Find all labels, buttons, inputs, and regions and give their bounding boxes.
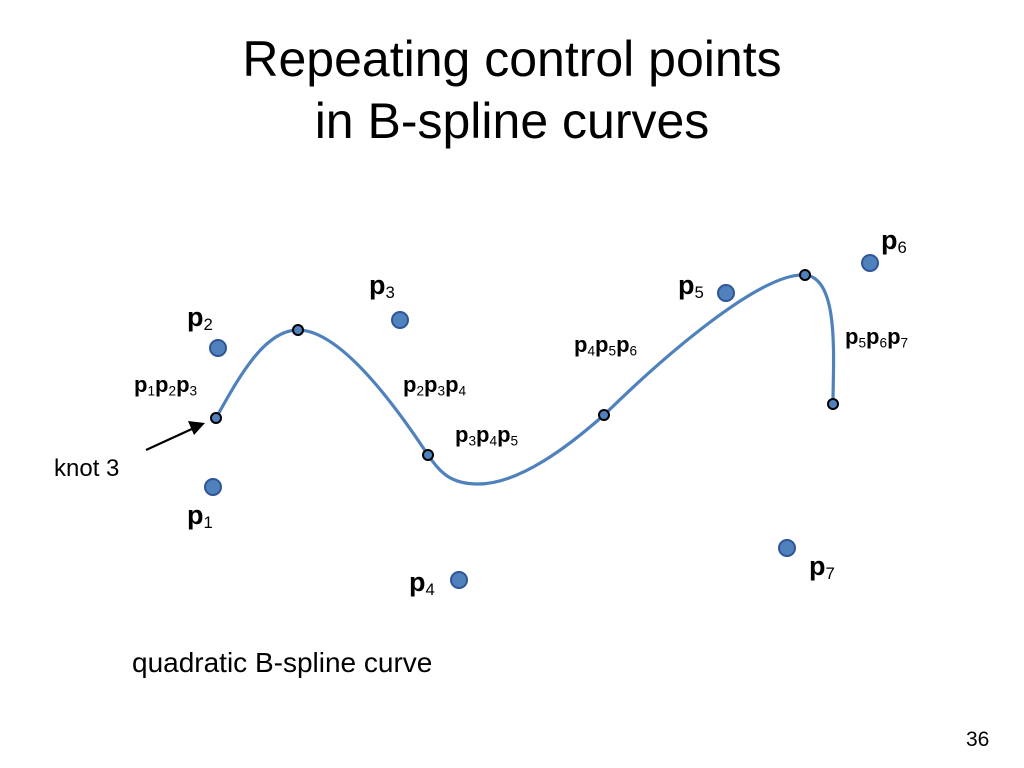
segment-label-p4p5p6: p4p5p6 [574,332,638,359]
knot-label: knot 3 [54,455,120,482]
label-p6: p6 [881,225,907,258]
control-point-p3 [391,311,409,329]
label-p2: p2 [187,302,213,335]
control-point-p4 [450,571,468,589]
knot-point-6 [827,398,839,410]
knot-arrow-shaft [145,427,195,451]
control-point-p2 [209,339,227,357]
knot-arrow-head [188,421,205,435]
page-number: 36 [966,728,990,751]
control-point-p6 [861,254,879,272]
label-p5: p5 [678,270,704,303]
label-p7: p7 [809,551,835,584]
knot-point-5 [799,269,811,281]
segment-label-p1p2p3: p1p2p3 [134,372,198,399]
knot-point-3 [422,449,434,461]
diagram-caption: quadratic B-spline curve [132,647,433,678]
segment-label-p3p4p5: p3p4p5 [455,422,519,449]
control-point-p5 [717,284,735,302]
knot-point-4 [598,409,610,421]
label-p1: p1 [187,500,213,533]
segment-label-p5p6p7: p5p6p7 [845,324,909,351]
knot-point-1 [210,412,222,424]
title-line-2: in B-spline curves [314,93,710,149]
bspline-curve [214,273,836,486]
title-line-1: Repeating control points [242,31,782,87]
segment-label-p2p3p4: p2p3p4 [403,372,467,399]
label-p4: p4 [409,567,435,600]
slide-title: Repeating control points in B-spline cur… [0,28,1024,152]
control-point-p7 [778,539,796,557]
knot-point-2 [292,324,304,336]
label-p3: p3 [369,270,395,303]
control-point-p1 [204,478,222,496]
